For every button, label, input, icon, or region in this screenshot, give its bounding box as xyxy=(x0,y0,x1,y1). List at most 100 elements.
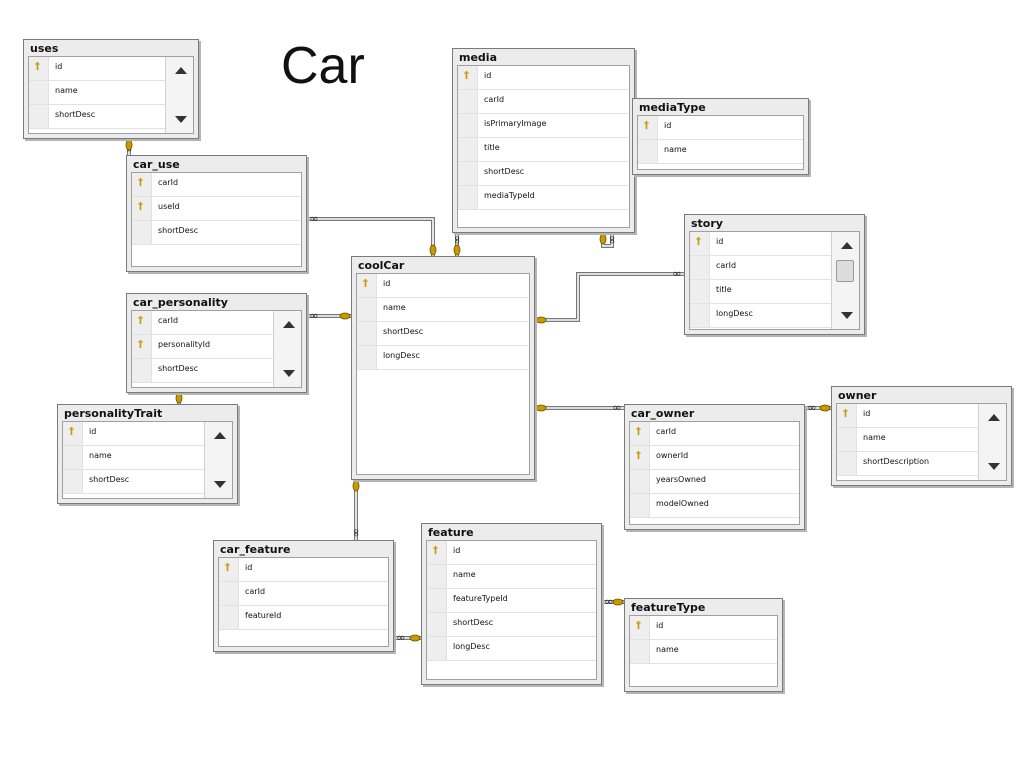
many-end-icon: ∞ xyxy=(604,595,613,608)
column-name: longDesc xyxy=(383,351,420,360)
row-selector xyxy=(837,452,857,475)
scrollbar[interactable] xyxy=(978,404,1006,480)
arrow-down-icon[interactable] xyxy=(214,481,226,488)
arrow-up-icon[interactable] xyxy=(841,242,853,249)
row-selector: † xyxy=(638,116,658,139)
column-row[interactable]: shortDesc xyxy=(357,322,529,346)
row-selector: † xyxy=(29,57,49,80)
column-row[interactable]: shortDesc xyxy=(132,359,273,383)
column-row[interactable]: name xyxy=(427,565,596,589)
column-row[interactable]: carId xyxy=(458,90,629,114)
column-row[interactable]: featureId xyxy=(219,606,388,630)
column-row[interactable]: †id xyxy=(357,274,529,298)
column-name: shortDesc xyxy=(383,327,424,336)
column-name: yearsOwned xyxy=(656,475,706,484)
column-row[interactable]: † id xyxy=(29,57,165,81)
column-row[interactable]: name xyxy=(29,81,165,105)
column-row[interactable]: †ownerId xyxy=(630,446,799,470)
column-row[interactable]: longDesc xyxy=(690,304,831,328)
column-row[interactable]: †id xyxy=(427,541,596,565)
column-row[interactable]: †id xyxy=(630,616,777,640)
scrollbar-thumb[interactable] xyxy=(836,260,854,282)
row-selector xyxy=(690,280,710,303)
column-row[interactable]: †carId xyxy=(630,422,799,446)
arrow-up-icon[interactable] xyxy=(283,321,295,328)
arrow-up-icon[interactable] xyxy=(175,67,187,74)
column-name: id xyxy=(55,62,63,71)
column-row[interactable]: name xyxy=(357,298,529,322)
key-end-icon xyxy=(599,233,607,245)
column-row[interactable]: †id xyxy=(690,232,831,256)
column-row[interactable]: †id xyxy=(638,116,803,140)
column-row[interactable]: longDesc xyxy=(357,346,529,370)
arrow-down-icon[interactable] xyxy=(988,463,1000,470)
column-row[interactable]: longDesc xyxy=(427,637,596,661)
scrollbar[interactable] xyxy=(204,422,232,498)
column-row[interactable]: shortDesc xyxy=(132,221,301,245)
scrollbar[interactable] xyxy=(165,57,193,133)
column-row[interactable]: †id xyxy=(837,404,978,428)
column-row[interactable]: shortDesc xyxy=(458,162,629,186)
column-row[interactable]: mediaTypeId xyxy=(458,186,629,210)
column-row[interactable]: name xyxy=(837,428,978,452)
key-end-icon xyxy=(339,312,351,320)
column-row[interactable]: †carId xyxy=(132,173,301,197)
arrow-down-icon[interactable] xyxy=(175,116,187,123)
column-row[interactable]: modelOwned xyxy=(630,494,799,518)
column-row[interactable]: †id xyxy=(458,66,629,90)
key-icon: † xyxy=(644,120,649,131)
column-row[interactable]: title xyxy=(458,138,629,162)
column-row[interactable]: name xyxy=(630,640,777,664)
column-name: shortDesc xyxy=(484,167,525,176)
column-row[interactable]: shortDesc xyxy=(63,470,204,494)
column-row[interactable]: †id xyxy=(63,422,204,446)
arrow-down-icon[interactable] xyxy=(283,370,295,377)
scrollbar[interactable] xyxy=(273,311,301,387)
key-end-icon xyxy=(612,598,624,606)
column-row[interactable]: name xyxy=(638,140,803,164)
column-row[interactable]: †useId xyxy=(132,197,301,221)
table-title: story xyxy=(691,217,723,230)
scrollbar[interactable] xyxy=(831,232,859,329)
column-row[interactable]: carId xyxy=(690,256,831,280)
column-name: featureTypeId xyxy=(453,594,508,603)
row-selector: † xyxy=(357,274,377,297)
column-row[interactable]: †id xyxy=(219,558,388,582)
arrow-down-icon[interactable] xyxy=(841,312,853,319)
table-title: featureType xyxy=(631,601,706,614)
arrow-up-icon[interactable] xyxy=(214,432,226,439)
relationship-line: ∞ xyxy=(599,233,619,248)
many-end-icon: ∞ xyxy=(350,528,363,537)
column-name: longDesc xyxy=(716,309,753,318)
column-row[interactable]: name xyxy=(63,446,204,470)
column-row[interactable]: carId xyxy=(219,582,388,606)
column-row[interactable]: isPrimaryImage xyxy=(458,114,629,138)
column-row[interactable]: shortDesc xyxy=(427,613,596,637)
arrow-up-icon[interactable] xyxy=(988,414,1000,421)
column-name: carId xyxy=(656,427,677,436)
table-title: coolCar xyxy=(358,259,405,272)
column-name: name xyxy=(89,451,112,460)
column-row[interactable]: featureTypeId xyxy=(427,589,596,613)
column-row[interactable]: title xyxy=(690,280,831,304)
column-row[interactable]: yearsOwned xyxy=(630,470,799,494)
column-row[interactable]: shortDescription xyxy=(837,452,978,476)
column-row[interactable]: †carId xyxy=(132,311,273,335)
column-row[interactable]: shortDesc xyxy=(29,105,165,129)
column-row[interactable]: †personalityId xyxy=(132,335,273,359)
